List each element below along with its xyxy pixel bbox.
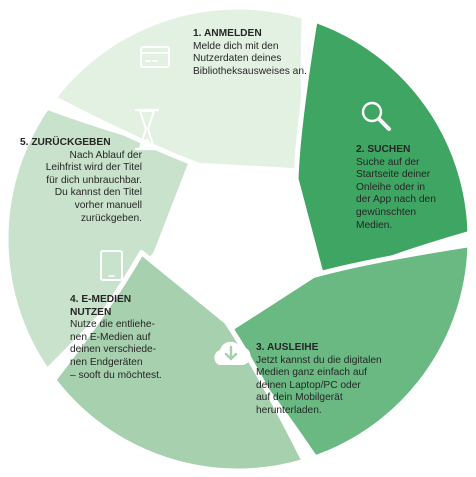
step-3-text: 3. AUSLEIHE Jetzt kannst du die digitale… [256, 342, 382, 418]
step-1-description: Melde dich mit den Nutzerdaten deines Bi… [193, 40, 307, 77]
credit-card-icon [140, 46, 170, 68]
step-5-text: 5. ZURÜCKGEBEN Nach Ablauf der Leihfrist… [20, 137, 142, 225]
step-4-text: 4. E-MEDIEN NUTZEN Nutze die entliehe- n… [70, 294, 162, 382]
hourglass-icon [134, 108, 160, 151]
cloud-download-icon [214, 341, 251, 365]
step-2-description: Suche auf der Startseite deiner Onleihe … [356, 156, 436, 231]
segment-step-2 [218, 242, 473, 461]
step-5-title: 5. ZURÜCKGEBEN [20, 137, 111, 148]
segment-step-3 [51, 250, 307, 474]
step-4-title: 4. E-MEDIEN NUTZEN [70, 294, 132, 318]
tablet-icon [100, 250, 123, 281]
step-1-title: 1. ANMELDEN [193, 28, 262, 39]
step-2-text: 2. SUCHEN Suche auf der Startseite deine… [356, 144, 436, 232]
step-3-title: 3. AUSLEIHE [256, 342, 319, 353]
segment-step-1 [293, 17, 473, 288]
step-3-description: Jetzt kannst du die digitalen Medien gan… [256, 354, 382, 416]
step-4-description: Nutze die entliehe- nen E-Medien auf dei… [70, 319, 162, 381]
cycle-centre [171, 169, 305, 296]
step-1-text: 1. ANMELDEN Melde dich mit den Nutzerdat… [193, 28, 307, 78]
step-2-title: 2. SUCHEN [356, 144, 411, 155]
magnifier-icon [361, 101, 391, 131]
step-5-description: Nach Ablauf der Leihfrist wird der Titel… [45, 149, 142, 224]
